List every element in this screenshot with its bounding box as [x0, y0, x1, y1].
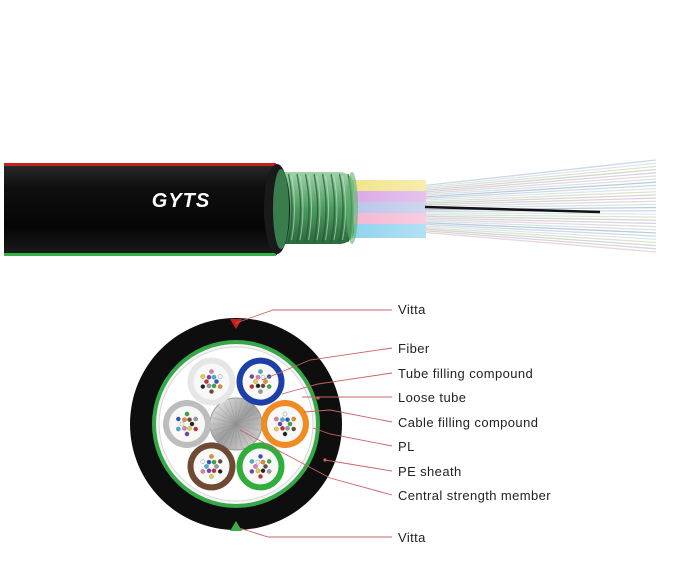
leader-vitta-top [235, 309, 392, 324]
loose-tube-gray [163, 400, 211, 448]
label-cable-filling-compound: Cable filling compound [398, 415, 539, 430]
fiber-strand [419, 200, 657, 208]
label-tube-filling-compound: Tube filling compound [398, 366, 534, 381]
label-loose-tube: Loose tube [398, 390, 467, 405]
fiber-strand [419, 165, 657, 190]
fiber-strand [419, 162, 657, 189]
fiber-strand [419, 181, 657, 198]
loose-tube-white [187, 357, 236, 406]
loose-tube-green [236, 442, 285, 491]
leader-central-strength [239, 429, 393, 496]
fiber-strand [419, 168, 657, 192]
label-central-strength-member: Central strength member [398, 488, 551, 503]
label-fiber: Fiber [398, 341, 430, 356]
fiber-strand [419, 226, 657, 244]
fiber-strand [419, 212, 657, 215]
vitta-bottom-marker [230, 521, 242, 531]
leader-pl [312, 427, 393, 447]
steel-armor [270, 172, 358, 244]
fiber-strand [419, 229, 657, 250]
leader-fiber [261, 347, 393, 381]
label-vitta-top: Vitta [398, 302, 426, 317]
cable-cross-section [130, 318, 342, 531]
fiber-strand [419, 220, 657, 231]
fiber-strand [419, 178, 657, 197]
loose-tubes [163, 357, 309, 491]
label-pl: PL [398, 439, 415, 454]
fiber-strand [419, 159, 657, 187]
leader-pe-sheath [324, 459, 393, 472]
leader-cable-filling [303, 409, 393, 423]
fiber-strand [419, 223, 657, 237]
fiber-strand [419, 217, 657, 225]
leader-lines [235, 309, 393, 538]
fiber-strand [419, 206, 657, 211]
label-vitta-bottom: Vitta [398, 530, 426, 545]
leader-vitta-bottom [235, 526, 392, 538]
fiber-bundle [419, 159, 657, 253]
fiber-strand [419, 225, 657, 240]
fiber-strand [419, 221, 657, 234]
loose-tube-brown [187, 442, 236, 491]
cable-side-view: GYTS [4, 159, 657, 256]
fiber-strand [419, 218, 657, 228]
fiber-strand [419, 191, 657, 203]
fiber-strand [419, 194, 657, 205]
pe-jacket: GYTS [4, 163, 290, 256]
fiber-strand [419, 215, 657, 221]
loose-tube-orange [261, 400, 309, 448]
vitta-top-stripe [4, 163, 276, 166]
vitta-bottom-stripe [4, 253, 276, 256]
fiber-strand [419, 175, 657, 195]
fiber-strand [419, 231, 657, 253]
fiber-strand [419, 213, 657, 218]
loose-tube-blue [236, 357, 285, 406]
label-pe-sheath: PE sheath [398, 464, 462, 479]
fiber-strand [419, 197, 657, 206]
fiber-strand [419, 187, 657, 201]
cable-brand-text: GYTS [152, 190, 210, 212]
fiber-strand [419, 172, 657, 193]
fiber-strand [419, 184, 657, 200]
fiber-strand [419, 228, 657, 247]
leader-tube-filling [281, 372, 393, 395]
loose-tube-bands [348, 180, 601, 238]
